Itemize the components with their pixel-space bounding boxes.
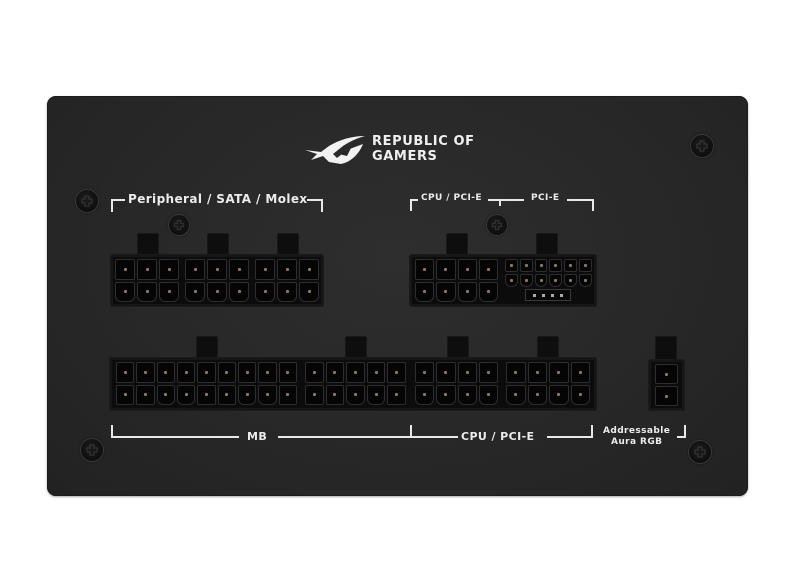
- screw-bottom-right-icon: [689, 441, 711, 463]
- pcie-12vhpwr-port[interactable]: [505, 259, 592, 287]
- connector-latch: [208, 234, 228, 258]
- label-pcie-top: PCI-E: [531, 193, 560, 203]
- connector-latch: [197, 337, 217, 361]
- bracket-line: [321, 199, 323, 212]
- argb-port[interactable]: [655, 364, 678, 406]
- label-cpu-pcie-bottom: CPU / PCI-E: [461, 430, 535, 443]
- bracket-line: [307, 199, 323, 201]
- pcie-sense-pins: [525, 289, 571, 301]
- bracket-line: [111, 199, 113, 212]
- bracket-line: [592, 199, 594, 211]
- connector-latch: [537, 234, 557, 258]
- label-mb: MB: [247, 430, 268, 443]
- peripheral-port-3[interactable]: [255, 259, 319, 302]
- bracket-line: [488, 199, 524, 201]
- bracket-line: [547, 436, 593, 438]
- bracket-line: [278, 436, 458, 438]
- screw-cpu-pcie-icon: [487, 215, 507, 235]
- bracket-line: [567, 199, 594, 201]
- cpu-pcie-port-bottom-2[interactable]: [506, 362, 590, 405]
- connector-latch: [346, 337, 366, 361]
- mb-port-secondary[interactable]: [305, 362, 406, 405]
- bracket-line: [684, 425, 686, 438]
- logo-text-line2: GAMERS: [372, 149, 438, 164]
- connector-latch: [538, 337, 558, 361]
- screw-top-left-icon: [76, 190, 98, 212]
- rog-eye-icon: [303, 132, 367, 172]
- label-peripheral-sata-molex: Peripheral / SATA / Molex: [128, 192, 308, 206]
- bracket-line: [591, 425, 593, 438]
- bracket-line: [410, 199, 418, 201]
- bracket-line: [111, 199, 125, 201]
- cpu-pcie-port-bottom-1[interactable]: [415, 362, 498, 405]
- peripheral-port-1[interactable]: [115, 259, 179, 302]
- connector-latch: [278, 234, 298, 258]
- screw-top-right-icon: [691, 135, 713, 157]
- connector-latch: [447, 234, 467, 258]
- bracket-line: [499, 199, 501, 206]
- label-cpu-pcie-top: CPU / PCI-E: [421, 193, 482, 203]
- connector-latch: [656, 337, 676, 362]
- screw-peripheral-icon: [169, 215, 189, 235]
- cpu-pcie-port-top[interactable]: [415, 259, 498, 302]
- connector-latch: [138, 234, 158, 258]
- logo-text-line1: REPUBLIC OF: [372, 134, 475, 149]
- screw-bottom-left-icon: [81, 439, 103, 461]
- bracket-line: [677, 436, 686, 438]
- label-aura-rgb: Aura RGB: [611, 437, 663, 447]
- label-addressable: Addressable: [603, 426, 671, 436]
- bracket-line: [410, 425, 412, 438]
- connector-latch: [448, 337, 468, 361]
- mb-port-main[interactable]: [116, 362, 297, 405]
- bracket-line: [410, 199, 412, 211]
- peripheral-port-2[interactable]: [185, 259, 249, 302]
- bracket-line: [111, 425, 113, 438]
- bracket-line: [111, 436, 239, 438]
